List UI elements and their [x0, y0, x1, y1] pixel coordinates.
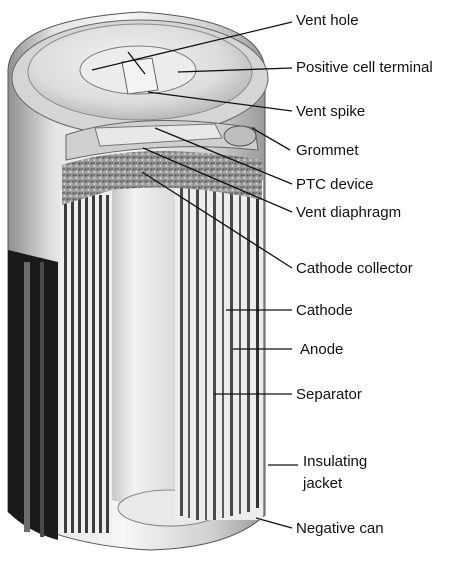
grommet-shape [224, 126, 256, 146]
leader-negative-can [256, 518, 292, 528]
label-negative-can: Negative can [296, 520, 384, 537]
labels: Vent hole Positive cell terminal Vent sp… [296, 12, 433, 537]
vent-spike [122, 58, 158, 94]
label-jacket: jacket [302, 475, 343, 492]
label-separator: Separator [296, 386, 362, 403]
jacket-stripe [40, 262, 44, 537]
electrode-plates-right [175, 180, 263, 520]
battery-illustration [8, 12, 268, 550]
label-cathode-collector: Cathode collector [296, 260, 413, 277]
jacket-stripe [24, 262, 30, 532]
label-grommet: Grommet [296, 142, 359, 159]
electrode-plates-left [60, 190, 112, 535]
label-vent-diaphragm: Vent diaphragm [296, 204, 401, 221]
label-positive-terminal: Positive cell terminal [296, 59, 433, 76]
label-insulating: Insulating [303, 453, 367, 470]
central-core [112, 175, 175, 505]
label-anode: Anode [300, 341, 343, 358]
label-vent-hole: Vent hole [296, 12, 359, 29]
label-ptc-device: PTC device [296, 176, 374, 193]
insulating-jacket-band [8, 250, 58, 540]
label-vent-spike: Vent spike [296, 103, 365, 120]
label-cathode: Cathode [296, 302, 353, 319]
